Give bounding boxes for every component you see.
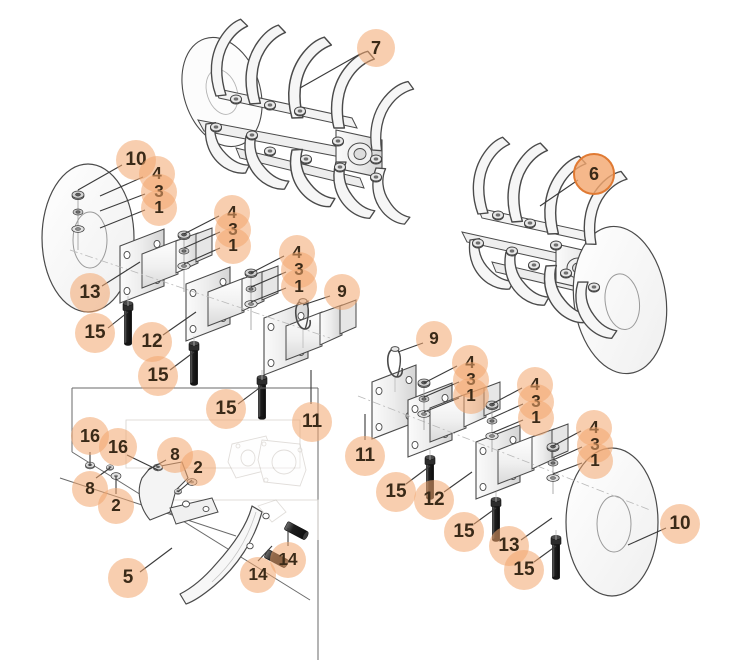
callout-bubble-5[interactable]: 5 bbox=[108, 558, 148, 598]
callout-label: 12 bbox=[141, 331, 163, 352]
leader-line bbox=[101, 261, 141, 287]
callout-bubble-15[interactable]: 15 bbox=[444, 512, 484, 552]
leader-line bbox=[183, 247, 221, 265]
callout-bubble-1[interactable]: 1 bbox=[577, 443, 613, 479]
leader-line bbox=[491, 403, 524, 419]
callout-bubble-7[interactable]: 7 bbox=[357, 29, 395, 67]
tiller-assembly-6 bbox=[461, 135, 677, 381]
leader-line bbox=[250, 287, 287, 303]
leader-line bbox=[423, 365, 458, 384]
callout-label: 14 bbox=[278, 550, 298, 569]
callout-label: 5 bbox=[122, 567, 134, 588]
callout-bubble-15[interactable]: 15 bbox=[376, 472, 416, 512]
callout-label: 9 bbox=[429, 329, 439, 348]
callout-bubble-12[interactable]: 12 bbox=[414, 480, 454, 520]
callout-label: 1 bbox=[294, 277, 304, 296]
callout-label: 16 bbox=[79, 425, 101, 446]
callout-label: 1 bbox=[466, 386, 476, 405]
callout-bubble-11[interactable]: 11 bbox=[345, 436, 385, 476]
leader-line bbox=[99, 176, 144, 197]
callout-bubble-15[interactable]: 15 bbox=[504, 550, 544, 590]
fastener-stack-1 bbox=[71, 190, 85, 250]
leader-line bbox=[77, 164, 123, 191]
leader-line bbox=[99, 193, 146, 212]
callout-label: 16 bbox=[107, 436, 129, 457]
leader-line bbox=[99, 209, 146, 229]
callout-label: 15 bbox=[215, 398, 237, 419]
callout-bubble-16[interactable]: 16 bbox=[99, 428, 137, 466]
fastener-stack-2 bbox=[177, 230, 191, 292]
callout-bubble-12[interactable]: 12 bbox=[132, 322, 172, 362]
fastener-stack-5 bbox=[485, 400, 499, 452]
callout-bubble-15[interactable]: 15 bbox=[206, 389, 246, 429]
tiller-assembly-7 bbox=[181, 17, 415, 226]
callout-bubble-1[interactable]: 1 bbox=[215, 228, 251, 264]
callout-bubble-9[interactable]: 9 bbox=[324, 274, 360, 310]
leader-line bbox=[250, 271, 287, 288]
callout-label: 15 bbox=[84, 322, 106, 343]
callout-bubble-11[interactable]: 11 bbox=[292, 402, 332, 442]
bracket-part bbox=[138, 461, 219, 525]
fastener-stack-3 bbox=[244, 268, 258, 330]
tine-blade bbox=[179, 505, 270, 605]
leader-line bbox=[627, 527, 667, 546]
callout-label: 13 bbox=[79, 282, 101, 303]
callout-label: 6 bbox=[588, 163, 600, 184]
callout-bubble-13[interactable]: 13 bbox=[70, 273, 110, 313]
callout-bubble-1[interactable]: 1 bbox=[281, 269, 317, 305]
leader-line bbox=[250, 255, 285, 274]
callout-label: 12 bbox=[423, 489, 445, 510]
callout-label: 7 bbox=[370, 37, 382, 58]
callout-label: 13 bbox=[498, 535, 520, 556]
callout-label: 15 bbox=[513, 559, 535, 580]
leader-line bbox=[539, 179, 579, 207]
leader-line bbox=[491, 419, 524, 434]
callout-label: 8 bbox=[170, 445, 180, 464]
callout-bubble-9[interactable]: 9 bbox=[416, 321, 452, 357]
fastener-stack-6 bbox=[546, 442, 560, 494]
callout-label: 1 bbox=[228, 236, 238, 255]
callout-label: 2 bbox=[111, 496, 121, 515]
callout-bubble-14[interactable]: 14 bbox=[240, 557, 276, 593]
callout-bubble-15[interactable]: 15 bbox=[138, 356, 178, 396]
ghost-gearbox bbox=[227, 435, 307, 523]
callout-label: 1 bbox=[154, 198, 164, 217]
callout-bubble-10[interactable]: 10 bbox=[660, 504, 700, 544]
callout-bubble-14[interactable]: 14 bbox=[270, 542, 306, 578]
leader-line bbox=[183, 215, 220, 235]
callout-label: 15 bbox=[385, 481, 407, 502]
callout-label: 14 bbox=[248, 565, 268, 584]
leader-line bbox=[183, 231, 221, 249]
callout-label: 11 bbox=[301, 411, 323, 432]
callout-bubble-15[interactable]: 15 bbox=[75, 313, 115, 353]
callout-bubble-1[interactable]: 1 bbox=[518, 400, 554, 436]
callout-bubble-1[interactable]: 1 bbox=[453, 378, 489, 414]
callout-label: 8 bbox=[85, 479, 95, 498]
callout-label: 4 bbox=[152, 164, 162, 184]
fastener-stack-4 bbox=[417, 378, 431, 430]
callout-label: 11 bbox=[354, 445, 376, 466]
callout-label: 15 bbox=[453, 521, 475, 542]
detail-panel-5 bbox=[59, 387, 319, 660]
callout-bubble-2[interactable]: 2 bbox=[180, 450, 216, 486]
callout-label: 1 bbox=[590, 451, 600, 470]
callout-label: 2 bbox=[193, 458, 203, 477]
callout-bubble-2[interactable]: 2 bbox=[98, 488, 134, 524]
callout-bubble-6[interactable]: 6 bbox=[573, 153, 615, 195]
callout-label: 15 bbox=[147, 365, 169, 386]
callout-label: 10 bbox=[669, 513, 691, 534]
callout-bubble-1[interactable]: 1 bbox=[141, 190, 177, 226]
bolt-14-a bbox=[284, 521, 309, 540]
callout-label: 9 bbox=[337, 282, 347, 301]
callout-label: 1 bbox=[531, 408, 541, 427]
leader-line bbox=[299, 53, 361, 89]
